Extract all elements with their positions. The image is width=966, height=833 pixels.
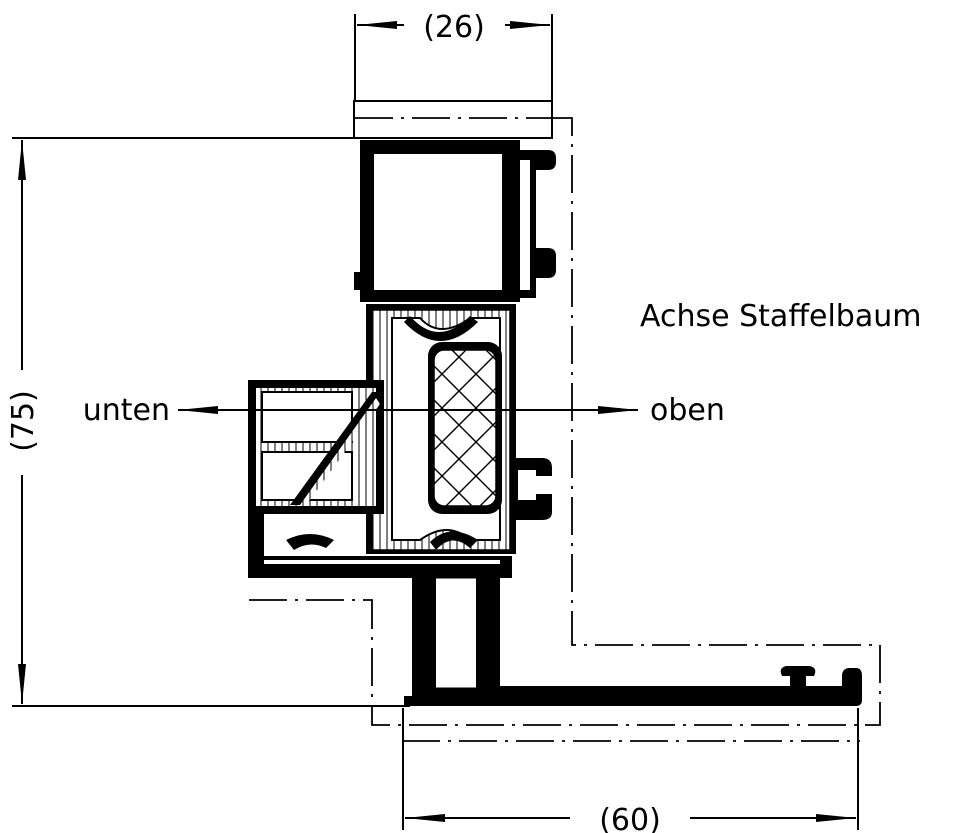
- left-foot: [248, 514, 334, 556]
- dimension-left-label: (75): [6, 390, 41, 452]
- base-bar: [248, 556, 512, 578]
- axis-note: Achse Staffelbaum: [640, 299, 921, 334]
- glazing-insert: [428, 342, 502, 514]
- direction-left-label: unten: [83, 393, 170, 428]
- dimension-bottom: [402, 708, 859, 830]
- top-cap: [353, 100, 553, 139]
- dimension-left: [12, 137, 410, 707]
- right-clips: [510, 458, 552, 520]
- dimension-bottom-label: (60): [599, 803, 661, 833]
- direction-right-label: oben: [650, 393, 725, 428]
- dimension-top: [354, 14, 553, 100]
- left-chamber-profile: [248, 380, 384, 514]
- dimension-top-label: (26): [423, 10, 485, 45]
